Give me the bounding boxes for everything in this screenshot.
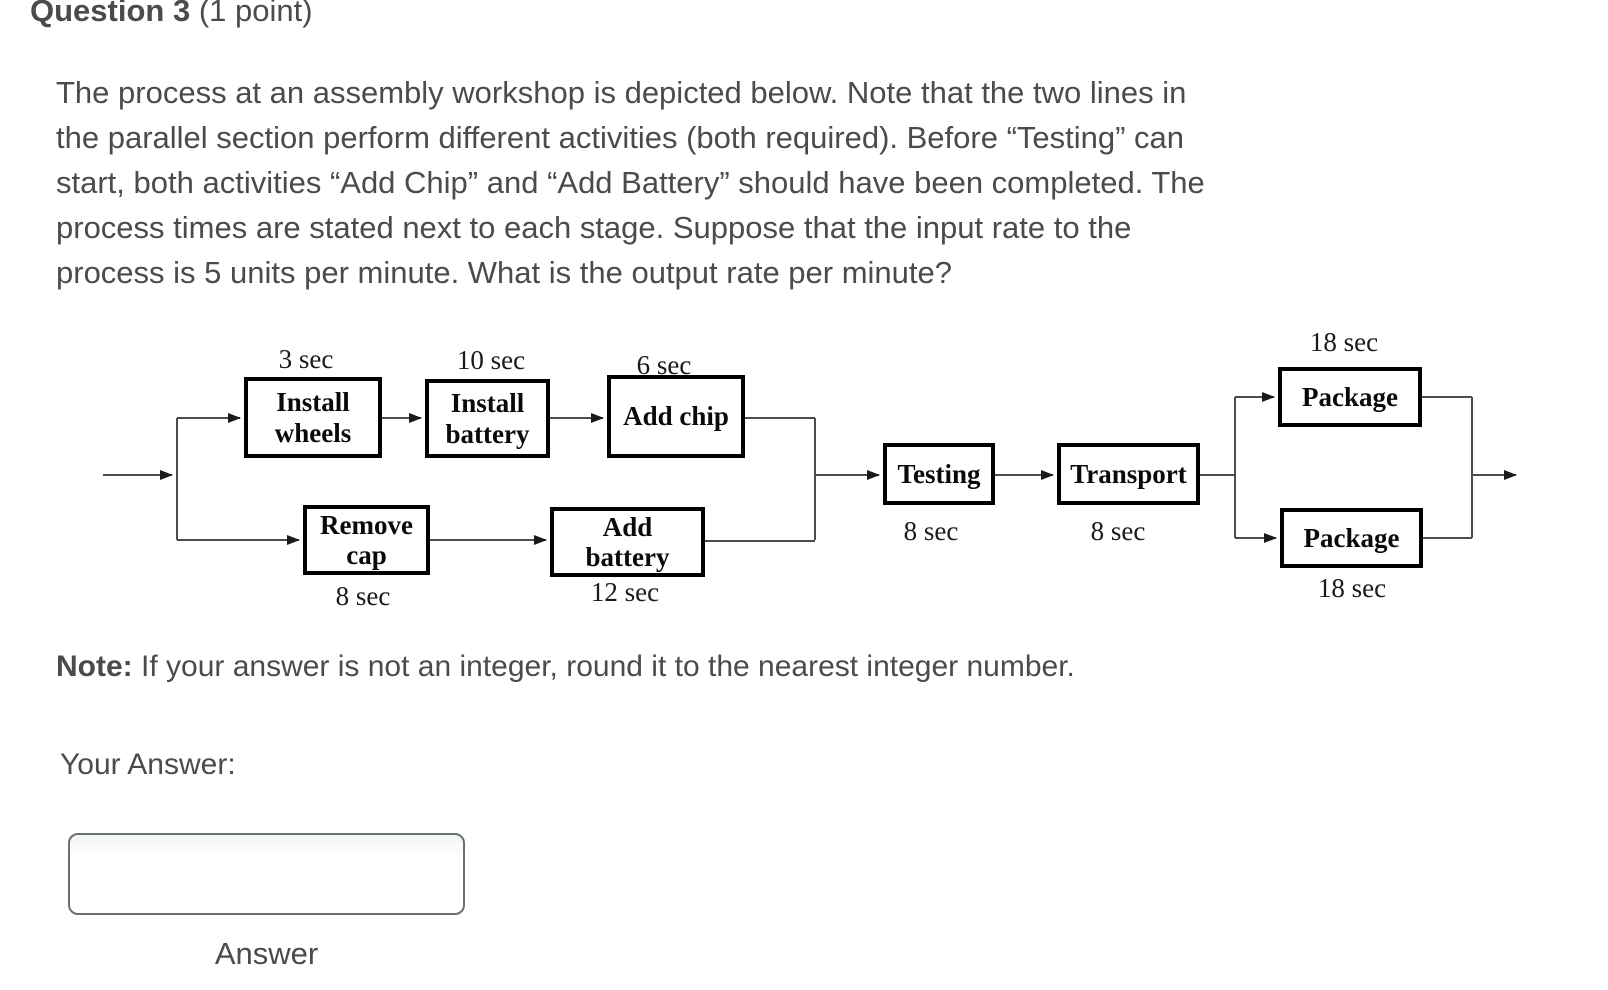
note: Note: If your answer is not an integer, … [56, 650, 1075, 684]
stage-box-package-bottom: Package [1280, 508, 1423, 568]
stage-box-install-battery: Install battery [425, 379, 550, 458]
time-label-remove-cap: 8 sec [335, 581, 391, 611]
question-header: Question 3 (1 point) [30, 0, 313, 29]
question-points: (1 point) [198, 0, 313, 28]
answer-input[interactable] [68, 833, 465, 915]
note-text: If your answer is not an integer, round … [141, 650, 1075, 683]
question-text-line: start, both activities “Add Chip” and “A… [56, 165, 1205, 200]
time-label-add-battery: 12 sec [590, 577, 660, 607]
question-text-line: process is 5 units per minute. What is t… [56, 255, 953, 290]
stage-box-install-wheels: Install wheels [244, 377, 382, 458]
stage-box-transport: Transport [1057, 443, 1200, 505]
stage-box-remove-cap: Remove cap [303, 505, 430, 575]
time-label-add-chip: 6 sec [636, 350, 692, 380]
stage-box-add-chip: Add chip [607, 375, 745, 458]
stage-box-package-top: Package [1278, 367, 1422, 427]
time-label-testing: 8 sec [903, 516, 959, 546]
time-label-transport: 8 sec [1090, 516, 1146, 546]
time-label-install-battery: 10 sec [456, 345, 526, 375]
time-label-package-top: 18 sec [1309, 327, 1379, 357]
question-text-line: the parallel section perform different a… [56, 120, 1185, 155]
note-label: Note: [56, 650, 133, 683]
connector-lines [103, 392, 1517, 545]
answer-caption: Answer [214, 936, 319, 971]
time-label-install-wheels: 3 sec [278, 344, 334, 374]
stage-box-testing: Testing [883, 443, 995, 505]
question-text: The process at an assembly workshop is d… [56, 70, 1205, 295]
question-text-line: process times are stated next to each st… [56, 210, 1132, 245]
your-answer-label: Your Answer: [60, 748, 236, 781]
stage-box-add-battery: Add battery [550, 507, 705, 577]
question-text-line: The process at an assembly workshop is d… [56, 75, 1187, 110]
question-title: Question 3 [30, 0, 191, 28]
time-label-package-bottom: 18 sec [1317, 573, 1387, 603]
